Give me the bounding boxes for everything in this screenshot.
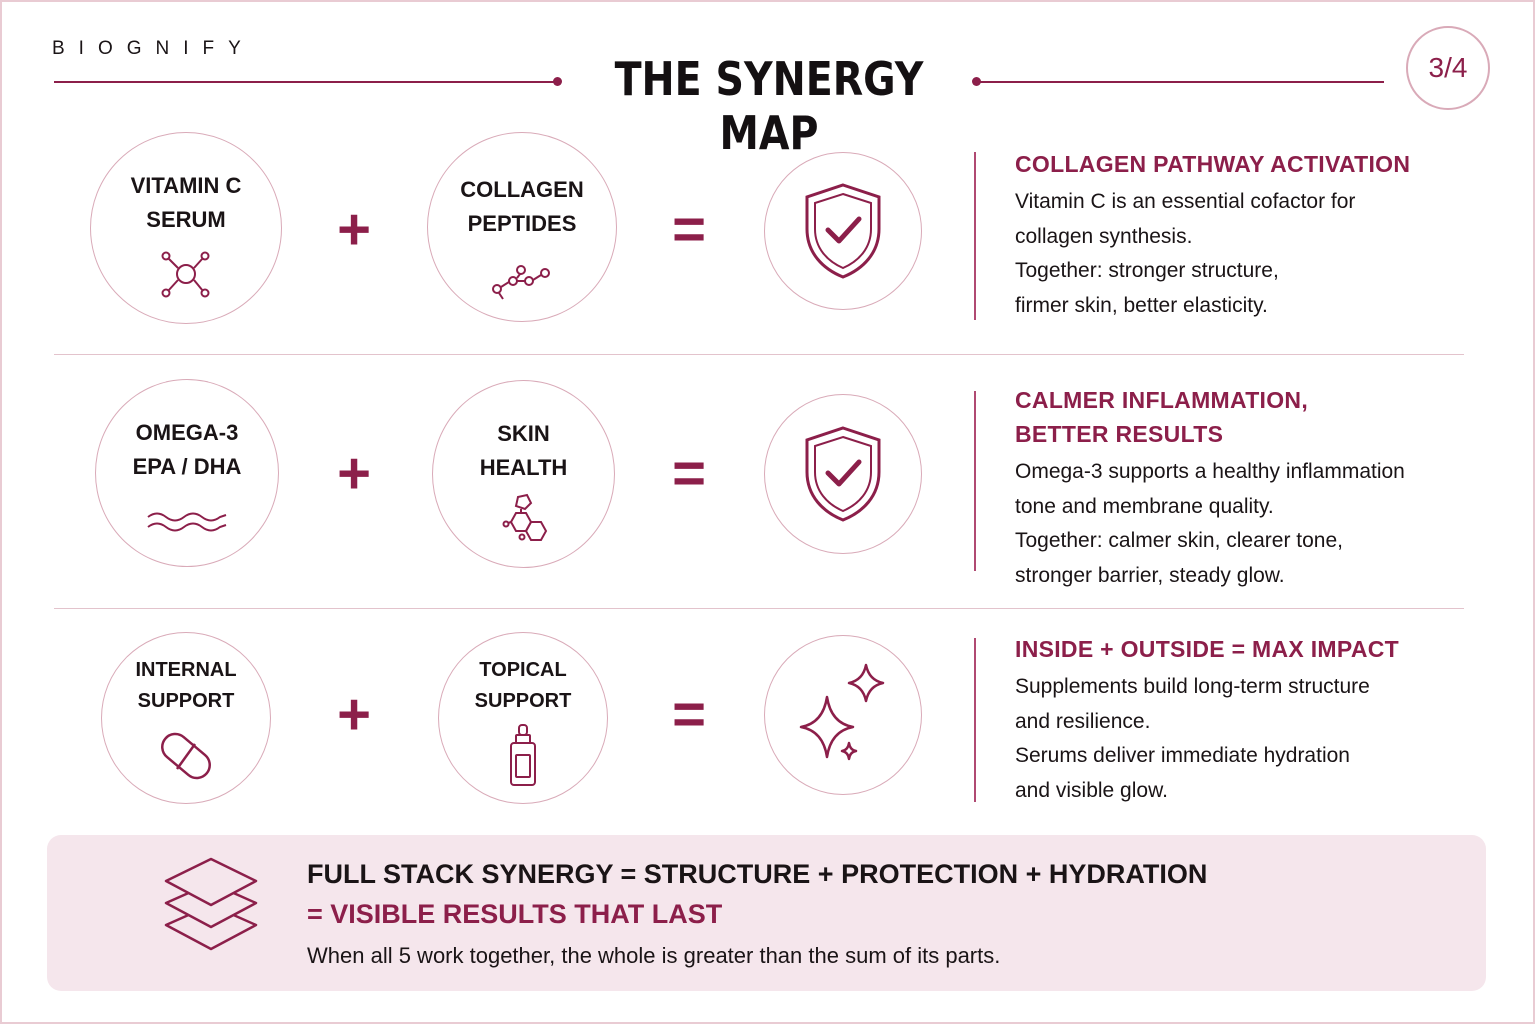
header-dot-left — [553, 77, 562, 86]
heading-line: CALMER INFLAMMATION, — [1015, 387, 1309, 413]
shield-check-icon — [805, 426, 881, 522]
hexagon-structure-icon — [502, 493, 547, 541]
label-line: TOPICAL — [479, 659, 567, 681]
equals-operator: = — [672, 441, 706, 506]
brand-logo: BIOGNIFY — [52, 38, 255, 59]
header-dot-right — [972, 77, 981, 86]
label-line: VITAMIN C — [130, 173, 242, 198]
heading-line: INSIDE + OUTSIDE = MAX IMPACT — [1015, 636, 1399, 662]
label-line: EPA / DHA — [132, 454, 242, 479]
banner-caption: When all 5 work together, the whole is g… — [307, 943, 1001, 968]
result-circle-3 — [764, 635, 922, 795]
heading-line: COLLAGEN PATHWAY ACTIVATION — [1015, 151, 1411, 177]
banner-subheadline: = VISIBLE RESULTS THAT LAST — [307, 899, 723, 929]
synergy-heading: INSIDE + OUTSIDE = MAX IMPACT — [1015, 632, 1495, 666]
body-line: Serums deliver immediate hydration — [1015, 744, 1350, 767]
ingredient-label: COLLAGEN PEPTIDES — [428, 173, 616, 241]
label-line: HEALTH — [479, 455, 568, 480]
ingredient-circle-topical-support: TOPICAL SUPPORT — [438, 632, 608, 804]
label-line: OMEGA-3 — [135, 420, 239, 445]
ingredient-circle-skin-health: SKIN HEALTH — [432, 380, 615, 568]
ingredient-label: VITAMIN C SERUM — [91, 169, 281, 237]
equals-operator: = — [672, 197, 706, 262]
description-separator — [974, 152, 976, 320]
page-indicator: 3/4 — [1406, 26, 1490, 110]
body-line: Together: calmer skin, clearer tone, — [1015, 529, 1343, 552]
body-line: Vitamin C is an essential cofactor for — [1015, 190, 1356, 213]
plus-operator: + — [337, 197, 371, 262]
description-separator — [974, 638, 976, 802]
sparkles-icon — [799, 663, 885, 761]
synergy-description-2: CALMER INFLAMMATION, BETTER RESULTS Omeg… — [1015, 383, 1495, 593]
synergy-heading: CALMER INFLAMMATION, BETTER RESULTS — [1015, 383, 1495, 451]
molecule-icon — [161, 251, 210, 298]
dropper-bottle-icon — [510, 724, 536, 786]
label-line: COLLAGEN — [460, 177, 584, 202]
plus-operator: + — [337, 682, 371, 747]
label-line: SKIN — [497, 421, 550, 446]
label-line: SERUM — [146, 207, 226, 232]
ingredient-label: SKIN HEALTH — [433, 417, 614, 485]
ingredient-circle-internal-support: INTERNAL SUPPORT — [101, 632, 271, 804]
layers-icon — [164, 857, 258, 951]
label-line: SUPPORT — [137, 690, 235, 712]
ingredient-label: INTERNAL SUPPORT — [102, 655, 270, 717]
header-rule-right — [977, 81, 1384, 83]
body-line: Omega-3 supports a healthy inflammation — [1015, 460, 1405, 483]
body-line: and visible glow. — [1015, 778, 1168, 802]
shield-check-icon — [805, 183, 881, 279]
body-line: Supplements build long-term structure — [1015, 675, 1370, 698]
header-rule-left — [54, 81, 557, 83]
body-line: and resilience. — [1015, 709, 1151, 733]
synergy-body: Omega-3 supports a healthy inflammation … — [1015, 455, 1495, 593]
body-line: firmer skin, better elasticity. — [1015, 293, 1268, 317]
ingredient-circle-vitamin-c: VITAMIN C SERUM — [90, 132, 282, 324]
result-circle-1 — [764, 152, 922, 310]
wave-icon — [147, 512, 227, 532]
ingredient-circle-collagen: COLLAGEN PEPTIDES — [427, 132, 617, 322]
row-divider — [54, 354, 1464, 355]
body-line: Together: stronger structure, — [1015, 259, 1279, 282]
ingredient-label: TOPICAL SUPPORT — [439, 655, 607, 717]
description-separator — [974, 391, 976, 571]
page-title: THE SYNERGY MAP — [614, 52, 924, 160]
row-divider — [54, 608, 1464, 609]
peptide-chain-icon — [492, 265, 550, 300]
synergy-body: Vitamin C is an essential cofactor for c… — [1015, 185, 1495, 323]
body-line: stronger barrier, steady glow. — [1015, 563, 1285, 587]
result-circle-2 — [764, 394, 922, 554]
synergy-heading: COLLAGEN PATHWAY ACTIVATION — [1015, 147, 1495, 181]
summary-banner: FULL STACK SYNERGY = STRUCTURE + PROTECT… — [47, 835, 1486, 991]
body-line: collagen synthesis. — [1015, 224, 1193, 248]
capsule-icon — [161, 732, 211, 780]
plus-operator: + — [337, 441, 371, 506]
equals-operator: = — [672, 682, 706, 747]
label-line: PEPTIDES — [467, 211, 577, 236]
synergy-body: Supplements build long-term structure an… — [1015, 670, 1495, 808]
ingredient-label: OMEGA-3 EPA / DHA — [96, 416, 278, 484]
heading-line: BETTER RESULTS — [1015, 421, 1224, 447]
synergy-description-1: COLLAGEN PATHWAY ACTIVATION Vitamin C is… — [1015, 147, 1495, 323]
ingredient-circle-omega-3: OMEGA-3 EPA / DHA — [95, 379, 279, 567]
label-line: SUPPORT — [474, 690, 572, 712]
banner-headline: FULL STACK SYNERGY = STRUCTURE + PROTECT… — [307, 859, 1208, 889]
synergy-description-3: INSIDE + OUTSIDE = MAX IMPACT Supplement… — [1015, 632, 1495, 808]
body-line: tone and membrane quality. — [1015, 494, 1274, 518]
label-line: INTERNAL — [135, 659, 237, 681]
